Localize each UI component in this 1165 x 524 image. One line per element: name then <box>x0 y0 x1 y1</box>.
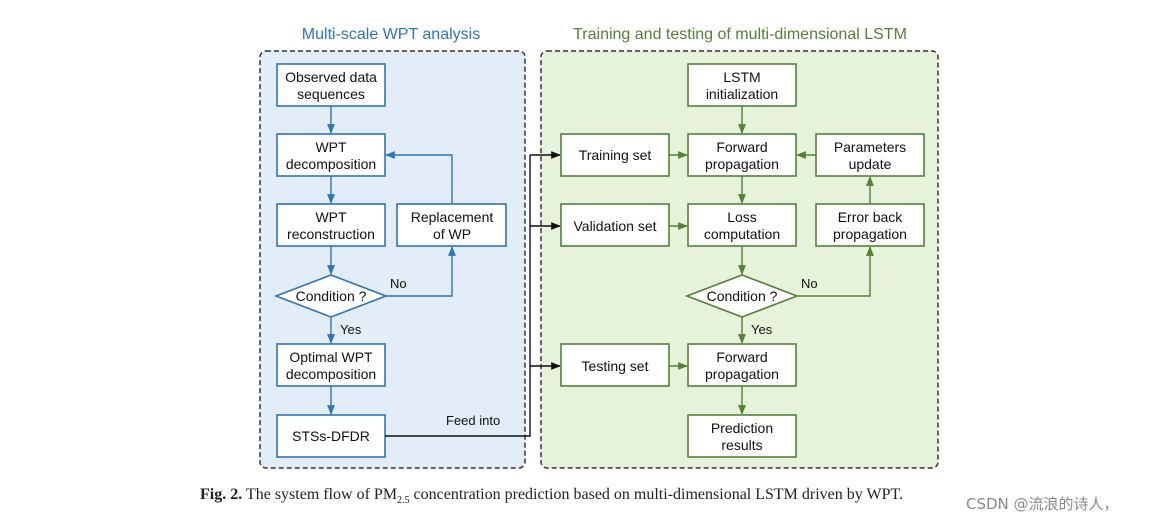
caption-text-after: concentration prediction based on multi-… <box>409 486 904 503</box>
loss-line1: Loss <box>727 209 757 225</box>
right-panel <box>540 50 939 469</box>
replacement-box <box>396 203 507 247</box>
validation-set-box <box>560 203 670 247</box>
wpt-decomp-line2: decomposition <box>286 156 376 172</box>
error-back-line2: propagation <box>833 226 907 242</box>
prediction-results-box <box>687 414 797 458</box>
left-no-label: No <box>390 276 407 291</box>
optimal-line2: decomposition <box>286 366 376 382</box>
loss-line2: computation <box>704 226 780 242</box>
training-set-label: Training set <box>579 147 652 163</box>
forward1-line2: propagation <box>705 156 779 172</box>
caption-text-before: The system flow of PM <box>245 486 398 503</box>
forward2-line1: Forward <box>716 349 767 365</box>
right-no-label: No <box>801 276 818 291</box>
parameters-update-box <box>815 133 925 177</box>
stss-label: STSs-DFDR <box>292 428 370 444</box>
error-back-box <box>815 203 925 247</box>
wpt-decomposition-box <box>276 133 386 177</box>
lstm-init-box <box>687 63 797 107</box>
forward1-line1: Forward <box>716 139 767 155</box>
caption-fig-label: Fig. 2. <box>200 486 243 503</box>
error-back-line1: Error back <box>838 209 904 225</box>
forward-propagation-box-1 <box>687 133 797 177</box>
arrow-condition-no-to-replacement <box>386 246 456 297</box>
left-panel-title: Multi-scale WPT analysis <box>302 26 480 43</box>
watermark: CSDN @流浪的诗人， <box>966 495 1119 513</box>
params-line1: Parameters <box>834 139 906 155</box>
left-condition-label: Condition ? <box>296 288 367 304</box>
right-condition-label: Condition ? <box>707 288 778 304</box>
left-panel <box>259 50 526 469</box>
wpt-recon-line2: reconstruction <box>287 226 375 242</box>
testing-set-label: Testing set <box>582 358 649 374</box>
feed-into-label: Feed into <box>446 413 500 428</box>
lstm-init-line2: initialization <box>706 86 778 102</box>
optimal-line1: Optimal WPT <box>289 349 373 365</box>
right-panel-title: Training and testing of multi-dimensiona… <box>573 26 907 43</box>
params-line2: update <box>849 156 892 172</box>
prediction-line1: Prediction <box>711 420 773 436</box>
left-yes-label: Yes <box>340 322 362 337</box>
caption-subscript: 2.5 <box>397 495 410 507</box>
stss-dfdr-box <box>276 414 386 458</box>
observed-line2: sequences <box>297 86 365 102</box>
loss-computation-box <box>687 203 797 247</box>
validation-set-label: Validation set <box>573 218 656 234</box>
prediction-line2: results <box>721 437 762 453</box>
observed-line1: Observed data <box>285 69 377 85</box>
forward-propagation-box-2 <box>687 343 797 387</box>
testing-set-box <box>560 343 670 387</box>
arrow-replacement-to-decomp <box>385 151 453 204</box>
replacement-line2: of WP <box>433 226 471 242</box>
forward2-line2: propagation <box>705 366 779 382</box>
right-yes-label: Yes <box>751 322 773 337</box>
figure-caption: Fig. 2. The system flow of PM2.5 concent… <box>200 486 1100 506</box>
observed-data-box <box>276 63 386 107</box>
arrow-condition-no-to-error <box>797 246 874 297</box>
lstm-init-line1: LSTM <box>723 69 760 85</box>
replacement-line1: Replacement <box>411 209 494 225</box>
feed-connector-line <box>385 155 531 437</box>
wpt-recon-line1: WPT <box>315 209 347 225</box>
wpt-decomp-line1: WPT <box>315 139 347 155</box>
